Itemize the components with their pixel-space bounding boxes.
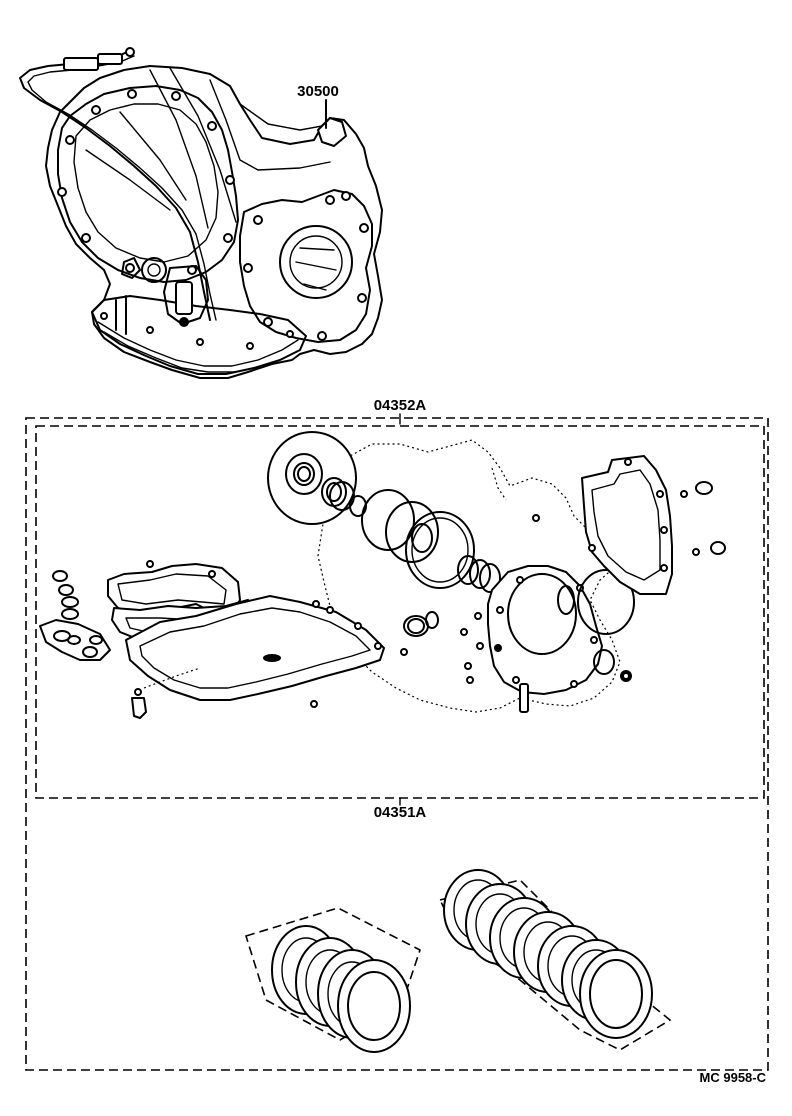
- clutch-disc: [579, 949, 653, 1039]
- oil-seal: [285, 453, 323, 495]
- piston-seal-2: [385, 501, 439, 563]
- gasket-kit-part-number: 04351A: [374, 804, 427, 821]
- catalog-code: MC 9958-C: [700, 1070, 767, 1085]
- drain-plug: [131, 697, 147, 719]
- clutch-disc-set-left: [244, 907, 421, 1053]
- gasket-kit-parts: [39, 431, 726, 719]
- transaxle-assembly: [19, 47, 383, 379]
- clutch-disc-set-right: [438, 869, 672, 1051]
- piston-seal-1: [361, 489, 415, 551]
- piston-seal-3: [405, 511, 475, 589]
- overhaul-kit-frame: [25, 417, 769, 1071]
- oil-pan-gasket: [125, 595, 385, 701]
- solenoid-gasket: [39, 619, 111, 661]
- cable-connector: [63, 57, 99, 71]
- transaxle-part-number: 30500: [297, 83, 339, 100]
- bolt: [519, 683, 529, 713]
- rear-cover-gasket: [487, 565, 603, 695]
- overhaul-kit-part-number: 04352A: [374, 397, 427, 414]
